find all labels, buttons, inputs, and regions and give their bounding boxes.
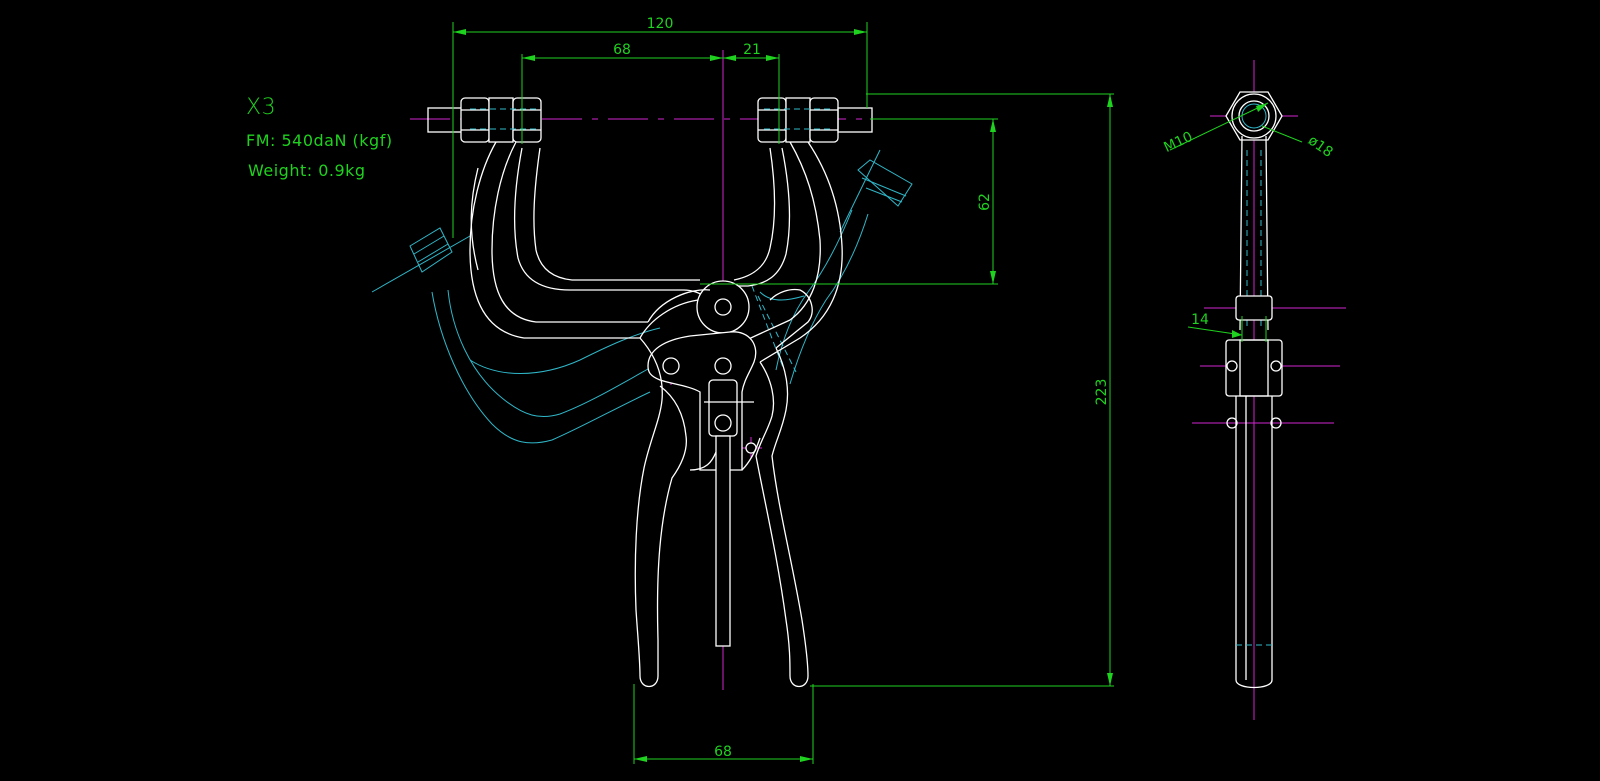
dim-diameter-18: ø18 xyxy=(1305,133,1336,161)
right-screw-assembly xyxy=(757,97,873,143)
center-link-pin xyxy=(714,357,732,375)
force-label: FM: 540daN (kgf) xyxy=(246,131,393,150)
side-handle xyxy=(1235,396,1273,689)
left-jaw-inner xyxy=(513,147,707,299)
lever-link xyxy=(647,331,757,471)
alternate-position-outline xyxy=(371,149,913,444)
dim-68-bottom: 68 xyxy=(714,744,732,760)
left-link-pin xyxy=(662,357,680,375)
dim-21: 21 xyxy=(743,42,761,58)
front-dimensions: 120 68 21 62 223 68 xyxy=(452,16,1114,764)
left-screw-assembly xyxy=(427,97,542,143)
side-link-block xyxy=(1225,339,1283,397)
front-centerlines xyxy=(410,50,880,690)
left-screw-tip xyxy=(427,107,463,133)
dim-120: 120 xyxy=(647,16,674,32)
right-handle-tip xyxy=(789,675,809,688)
release-lever xyxy=(715,435,731,647)
side-view: M10 ø18 14 xyxy=(1161,60,1346,720)
weight-label: Weight: 0.9kg xyxy=(248,161,366,180)
alt-right-jaw-nut xyxy=(857,159,913,207)
notes-block: X3 FM: 540daN (kgf) Weight: 0.9kg xyxy=(246,95,393,180)
right-screw-tip xyxy=(837,107,873,133)
clamp-body xyxy=(469,141,843,688)
right-arm-outer xyxy=(741,141,821,343)
side-hex-nut xyxy=(1225,91,1283,141)
left-handle-tip xyxy=(639,675,659,688)
dim-m10: M10 xyxy=(1161,129,1195,156)
dim-14: 14 xyxy=(1191,312,1209,328)
pivot-pin xyxy=(714,298,732,316)
model-label: X3 xyxy=(246,95,276,120)
alt-left-jaw-nut xyxy=(409,227,453,273)
lower-link-pin xyxy=(714,414,732,432)
dim-62: 62 xyxy=(977,193,993,211)
dim-223: 223 xyxy=(1094,379,1110,406)
dim-68-top: 68 xyxy=(613,42,631,58)
right-handle-outer xyxy=(771,347,809,677)
right-jaw-inner xyxy=(724,147,791,287)
left-arm-outer xyxy=(469,141,640,339)
left-handle-outer xyxy=(634,337,663,677)
